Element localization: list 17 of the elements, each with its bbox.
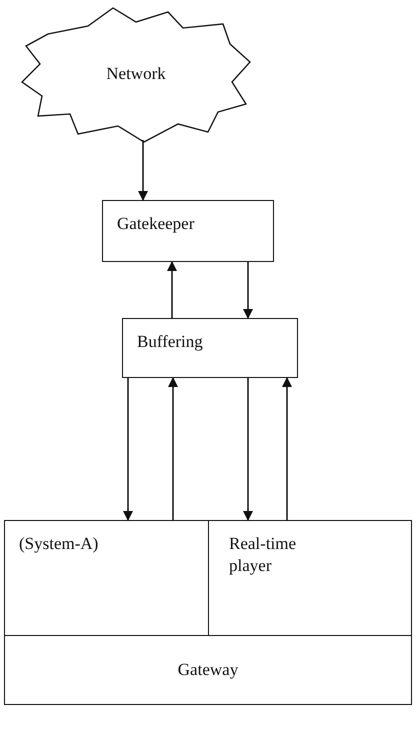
arrow xyxy=(282,377,292,520)
arrow xyxy=(243,378,253,521)
arrow xyxy=(138,140,148,201)
arrow xyxy=(167,261,177,318)
node-label: Gateway xyxy=(178,658,238,681)
arrow xyxy=(168,377,178,520)
arrow xyxy=(243,262,253,319)
arrow xyxy=(123,378,133,521)
process-box xyxy=(4,635,412,705)
node-label: Gatekeeper xyxy=(117,213,194,235)
process-box xyxy=(122,318,298,378)
node-label: Real-time player xyxy=(229,533,298,578)
node-label: Buffering xyxy=(137,331,203,353)
process-box xyxy=(102,200,274,262)
process-box xyxy=(208,520,412,636)
process-box xyxy=(4,520,209,636)
node-label: (System-A) xyxy=(19,533,98,555)
